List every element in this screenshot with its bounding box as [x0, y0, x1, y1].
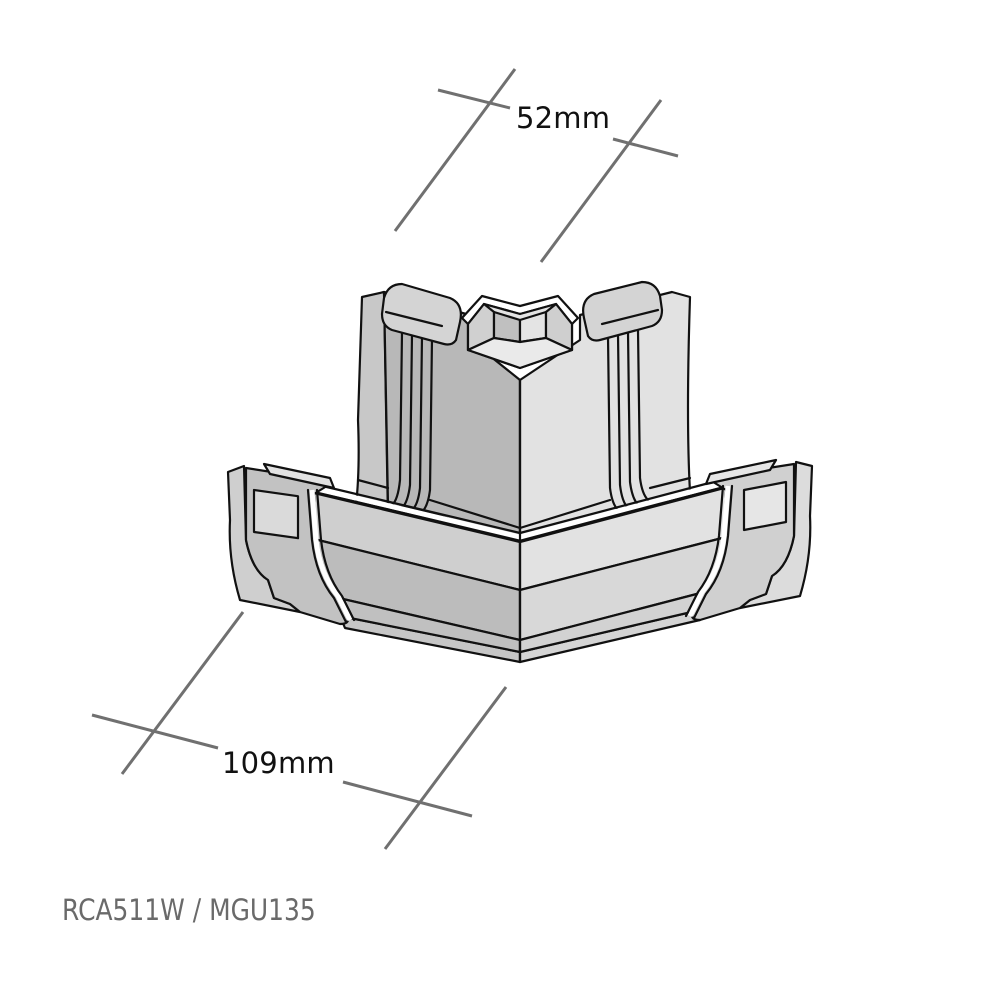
- left-union-clip: [226, 462, 356, 626]
- dimension-lines-depth: [393, 68, 679, 263]
- right-union-clip: [684, 458, 814, 622]
- dimension-lines-width: [91, 611, 508, 850]
- product-code: RCA511W / MGU135: [62, 893, 316, 927]
- front-gutter-body: [308, 476, 732, 664]
- depth-dimension-label: 52mm: [516, 101, 611, 135]
- rear-wall: [354, 280, 692, 542]
- width-dimension-label: 109mm: [222, 746, 335, 780]
